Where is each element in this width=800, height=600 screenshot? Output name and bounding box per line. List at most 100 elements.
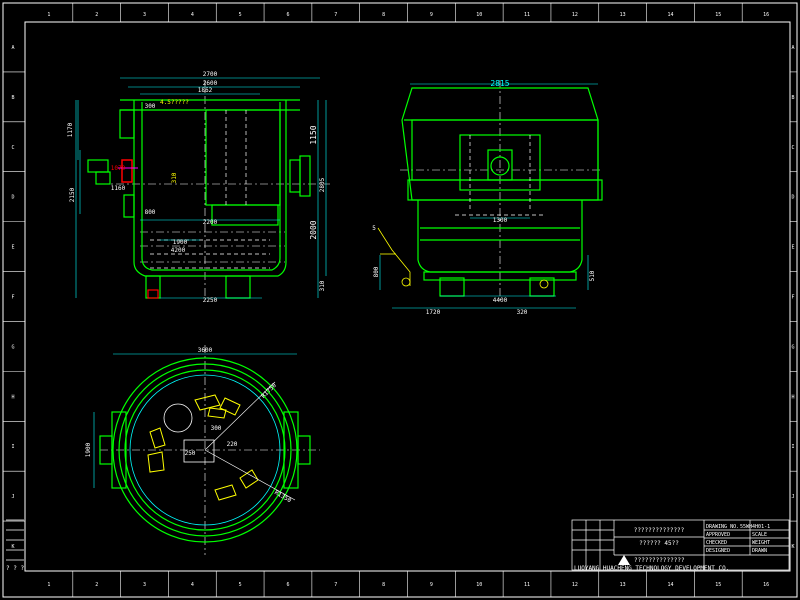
dim-plan-center-a: 300	[211, 425, 222, 432]
grid-row-label: C	[11, 145, 14, 151]
grid-row-label: H	[791, 394, 794, 400]
approved-label: APPROVED	[706, 532, 730, 538]
dim-side-top-inner: 2600	[203, 80, 218, 87]
plan-radial-lines	[204, 381, 296, 501]
dim-plan-left: 1900	[85, 442, 92, 457]
plan-centerlines	[100, 345, 320, 555]
dim-side-right-upper: 1150	[309, 125, 318, 144]
title-block-texts: ?????????????? ?????? 45?? DRAWING NO. 5…	[6, 524, 770, 572]
grid-row-label: K	[11, 544, 14, 550]
title-block-frame	[6, 519, 790, 571]
grid-row-label: F	[11, 295, 14, 301]
grid-column-label: 10	[476, 582, 482, 588]
dim-side-top-mid: 1862	[198, 87, 213, 94]
grid-column-label: 9	[430, 12, 433, 18]
dim-side-bottom-small: 310	[319, 280, 326, 291]
grid-row-label: K	[791, 544, 794, 550]
dim-front-right-side: 510	[589, 270, 596, 281]
dim-front-left-base: 1720	[426, 309, 441, 316]
front-view: 2815 4400 1720 320 1300 510 800 5	[372, 79, 603, 316]
dim-plan-center-c: 220	[227, 441, 238, 448]
grid-column-label: 6	[286, 582, 289, 588]
grid-column-label: 5	[239, 12, 242, 18]
dim-side-center-label: 310	[171, 172, 178, 183]
plan-view: 3600 1900 300 250 220 R1750 R1350	[85, 345, 320, 555]
grid-row-label: D	[791, 195, 794, 201]
grid-column-label: 1	[47, 582, 50, 588]
title-line-2: ?????? 45??	[639, 540, 679, 547]
dim-side-left-mid: 2150	[69, 187, 76, 202]
front-centerlines	[400, 80, 600, 300]
drawing-no: 55WH4H01-1	[740, 524, 770, 530]
dim-plan-top: 3600	[198, 347, 213, 354]
side-dimension-lines	[75, 77, 327, 299]
grid-column-label: 13	[620, 12, 626, 18]
front-hidden-lines	[455, 135, 545, 216]
side-body-outline	[87, 99, 311, 299]
side-view: 4.5????? 2700 2600 1862 1170 1150 2805 2…	[67, 71, 330, 304]
side-yellow-label: 4.5?????	[160, 99, 189, 106]
dim-side-mid-label: 2200	[203, 219, 218, 226]
dim-side-top-overall: 2700	[203, 71, 218, 78]
grid-column-label: 9	[430, 582, 433, 588]
dim-side-right-lower: 2000	[309, 220, 318, 239]
grid-column-label: 14	[667, 12, 673, 18]
plan-inner-circle	[129, 374, 281, 526]
grid-row-label: I	[11, 444, 14, 450]
weight-label: WEIGHT	[752, 540, 770, 546]
designed-label: DESIGNED	[706, 548, 730, 554]
grid-column-label: 8	[382, 12, 385, 18]
side-red-marker	[118, 159, 159, 299]
company-name-cn: ??????????????	[634, 557, 685, 564]
dim-front-right-base: 320	[517, 309, 528, 316]
grid-column-label: 11	[524, 582, 530, 588]
dim-side-inner-label: 1900	[173, 239, 188, 246]
dim-front-inner: 1300	[493, 217, 508, 224]
front-dimension-lines	[379, 83, 598, 309]
grid-row-label: A	[791, 45, 794, 51]
grid-column-label: 13	[620, 582, 626, 588]
dim-side-marker-2: 1160	[111, 185, 126, 192]
dim-plan-diag-2: R1350	[273, 489, 292, 504]
side-centerlines	[100, 80, 330, 300]
border-grid-labels: 1122334455667788991010111112121313141415…	[3, 3, 797, 597]
grid-row-label: A	[11, 45, 14, 51]
grid-column-label: 16	[763, 12, 769, 18]
dim-side-right-overall: 2805	[319, 177, 326, 192]
dim-side-box-label-1: 300	[145, 103, 156, 110]
plan-outline	[99, 357, 311, 543]
grid-column-label: 3	[143, 582, 146, 588]
checked-label: CHECKED	[706, 540, 727, 546]
dim-side-bottom-base: 2250	[203, 297, 218, 304]
grid-row-label: F	[791, 295, 794, 301]
grid-column-label: 12	[572, 12, 578, 18]
grid-column-label: 10	[476, 12, 482, 18]
grid-column-label: 2	[95, 12, 98, 18]
plan-features	[163, 403, 215, 463]
grid-column-label: 15	[715, 582, 721, 588]
plan-dimension-lines	[93, 353, 297, 488]
side-dimension-texts: 2700 2600 1862 1170 1150 2805 2000 2150 …	[67, 71, 326, 304]
grid-column-label: 4	[191, 582, 194, 588]
grid-row-label: B	[791, 95, 794, 101]
scale-label: SCALE	[752, 532, 767, 538]
grid-row-label: I	[791, 444, 794, 450]
front-body-outline	[401, 87, 603, 297]
grid-row-label: H	[11, 394, 14, 400]
grid-row-label: B	[11, 95, 14, 101]
side-hidden-lines	[150, 110, 270, 269]
grid-column-label: 8	[382, 582, 385, 588]
grid-row-label: E	[791, 245, 794, 251]
grid-column-label: 14	[667, 582, 673, 588]
grid-column-label: 7	[334, 12, 337, 18]
grid-row-label: J	[11, 494, 14, 500]
grid-column-label: 1	[47, 12, 50, 18]
dim-side-lower-inner: 4200	[171, 247, 186, 254]
grid-row-label: E	[11, 245, 14, 251]
grid-column-label: 16	[763, 582, 769, 588]
grid-column-label: 15	[715, 12, 721, 18]
grid-row-label: C	[791, 145, 794, 151]
grid-column-label: 3	[143, 12, 146, 18]
